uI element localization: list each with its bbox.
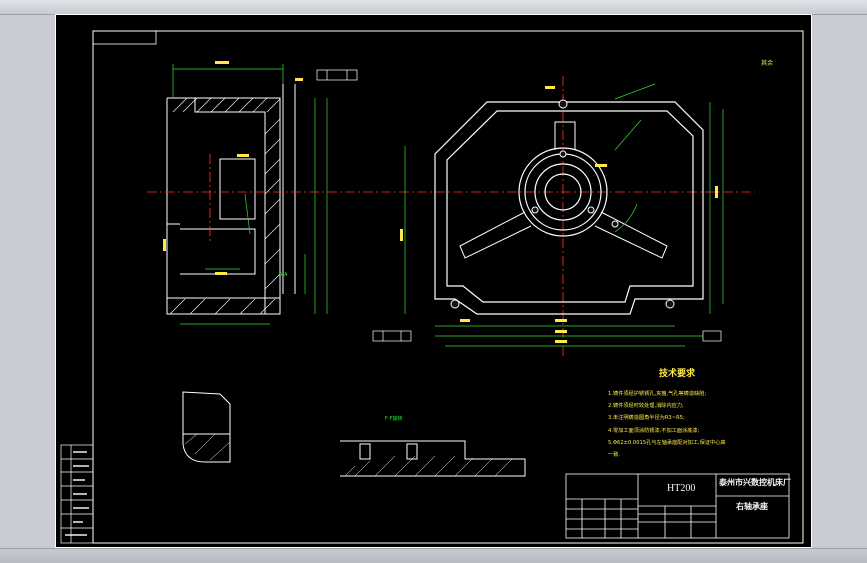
detail-view-b (182, 391, 231, 463)
left-stamp-table (60, 444, 94, 544)
front-view-outline (434, 101, 704, 315)
tech-item: 5.Φ62±0.0015孔与左轴承座配对加工,保证中心高 (608, 439, 726, 446)
material-label: HT200 (667, 483, 696, 494)
section-dimensions (172, 64, 328, 325)
part-name: 右轴承座 (736, 501, 768, 511)
tech-item: 2.铸件须经时效处理,消除内应力; (608, 403, 684, 410)
section-label: A-A (279, 272, 288, 278)
tech-requirements-list: 1.铸件须经护锈锈孔,夹箍,气孔等铸造缺陷; 2.铸件须经时效处理,消除内应力;… (608, 388, 798, 461)
workspace-bottom-bar (0, 548, 867, 563)
inner-border (92, 30, 804, 544)
section-hatching (169, 97, 281, 315)
tech-item: 4.零加工面须涂防锈漆,不加工面涂底漆; (608, 427, 700, 434)
feature-control-frames (316, 69, 722, 342)
rotated-section-hatch (344, 455, 513, 477)
base-flange (166, 297, 281, 315)
drawing-canvas (55, 14, 812, 548)
tech-item: 一致. (608, 452, 621, 459)
rotated-section-ff (340, 440, 526, 477)
rotated-view-label: F-F旋转 (385, 416, 403, 422)
company-name: 泰州市兴数控机床厂 (719, 477, 791, 487)
bolt-holes (450, 99, 675, 309)
outer-border (55, 14, 812, 548)
front-view-dimensions (404, 83, 724, 347)
roughness-note: 其余 (761, 60, 774, 67)
front-view-ribs (459, 121, 668, 259)
left-stamp-text (65, 451, 89, 536)
tech-item: 1.铸件须经护锈锈孔,夹箍,气孔等铸造缺陷; (608, 391, 707, 397)
tech-requirements-title: 技术要求 (659, 369, 696, 379)
drawing-number-box (92, 30, 157, 45)
dimension-text-marks (163, 61, 718, 343)
title-block (565, 473, 790, 539)
centre-lines (147, 76, 755, 359)
section-view (166, 84, 296, 315)
workspace-top-bar (0, 0, 867, 15)
tech-item: 3.未注明铸造圆角半径为R3~R5; (608, 415, 685, 422)
detail-view-b-hatch (184, 433, 231, 461)
drawing-viewport[interactable]: 技术要求 1.铸件须经护锈锈孔,夹箍,气孔等铸造缺陷; 2.铸件须经时效处理,消… (55, 14, 812, 548)
